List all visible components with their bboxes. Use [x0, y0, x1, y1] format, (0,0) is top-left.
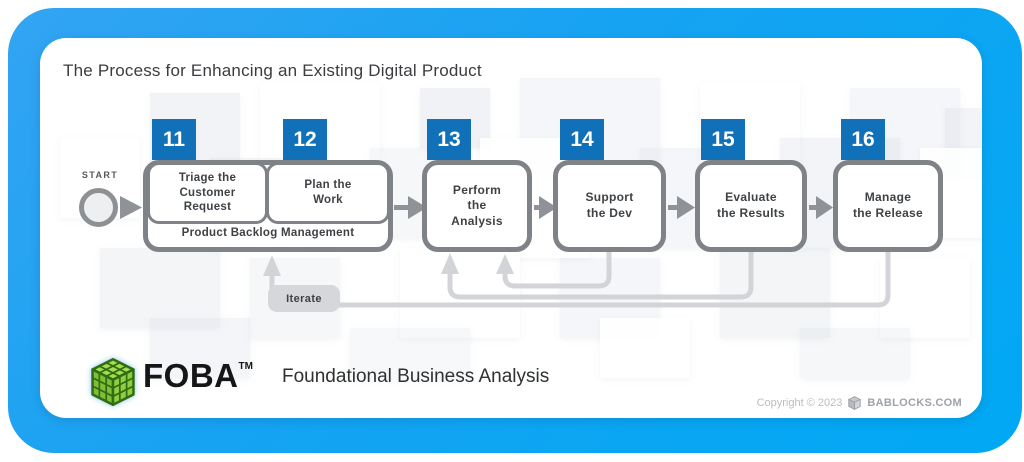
page-title: The Process for Enhancing an Existing Di… [63, 61, 482, 80]
step-box-release: Manage the Release [833, 160, 943, 252]
arrow-right-icon [677, 196, 695, 219]
step-box-support: Support the Dev [553, 160, 666, 252]
brand-name: FOBATM [143, 357, 253, 395]
arrow-right-icon [408, 196, 427, 219]
copyright-text: Copyright © 2023 [756, 397, 843, 409]
bg-tile [880, 258, 970, 338]
step-number-tag: 15 [701, 119, 745, 160]
feedback-arrowhead-icon [441, 253, 459, 274]
backlog-group-label: Product Backlog Management [181, 227, 355, 239]
bg-tile [800, 328, 910, 378]
start-node [79, 188, 118, 227]
bg-tile [100, 248, 220, 328]
feedback-arrowhead-icon [496, 254, 514, 274]
step-number-tag: 11 [152, 119, 196, 160]
bg-tile [350, 328, 470, 378]
step-label: Perform the Analysis [451, 182, 503, 228]
bg-tile [600, 318, 690, 378]
step-label: Plan the Work [304, 179, 352, 206]
feedback-loop-support-to-analysis [502, 250, 612, 289]
iterate-tag: Iterate [268, 285, 340, 312]
arrow-right-icon [816, 196, 833, 219]
site-name: BABLOCKS.COM [867, 397, 962, 409]
step-number-tag: 14 [560, 119, 604, 160]
step-label: Manage the Release [852, 190, 923, 220]
arrow-right-icon [539, 196, 557, 219]
step-box-analysis: Perform the Analysis [422, 160, 532, 252]
trademark-symbol: TM [238, 361, 253, 372]
copyright-row: Copyright © 2023 BABLOCKS.COM [757, 396, 962, 410]
brand-text: FOBA [143, 357, 239, 394]
brand-tagline: Foundational Business Analysis [282, 366, 550, 387]
step-box-plan: Plan the Work [266, 162, 390, 224]
flow-arrows [120, 196, 833, 219]
bg-tile [150, 318, 250, 378]
step-number-tag: 16 [841, 119, 885, 160]
arrow-right-icon [120, 196, 142, 219]
step-box-triage: Triage the Customer Request [147, 162, 268, 224]
step-number-tag: 13 [427, 119, 471, 160]
bablocks-cube-icon [848, 396, 862, 410]
foba-cube-icon [91, 358, 135, 406]
start-label: START [81, 170, 119, 180]
step-label: Triage the Customer Request [178, 171, 237, 214]
step-box-evaluate: Evaluate the Results [695, 160, 807, 252]
step-label: Support the Dev [585, 190, 634, 220]
bg-tile [400, 248, 520, 338]
step-number-tag: 12 [283, 119, 327, 160]
feedback-arrowhead-icon [263, 255, 281, 276]
bg-tile [720, 248, 830, 338]
step-label: Evaluate the Results [717, 190, 785, 220]
feedback-loop-evaluate-to-analysis [447, 250, 754, 300]
